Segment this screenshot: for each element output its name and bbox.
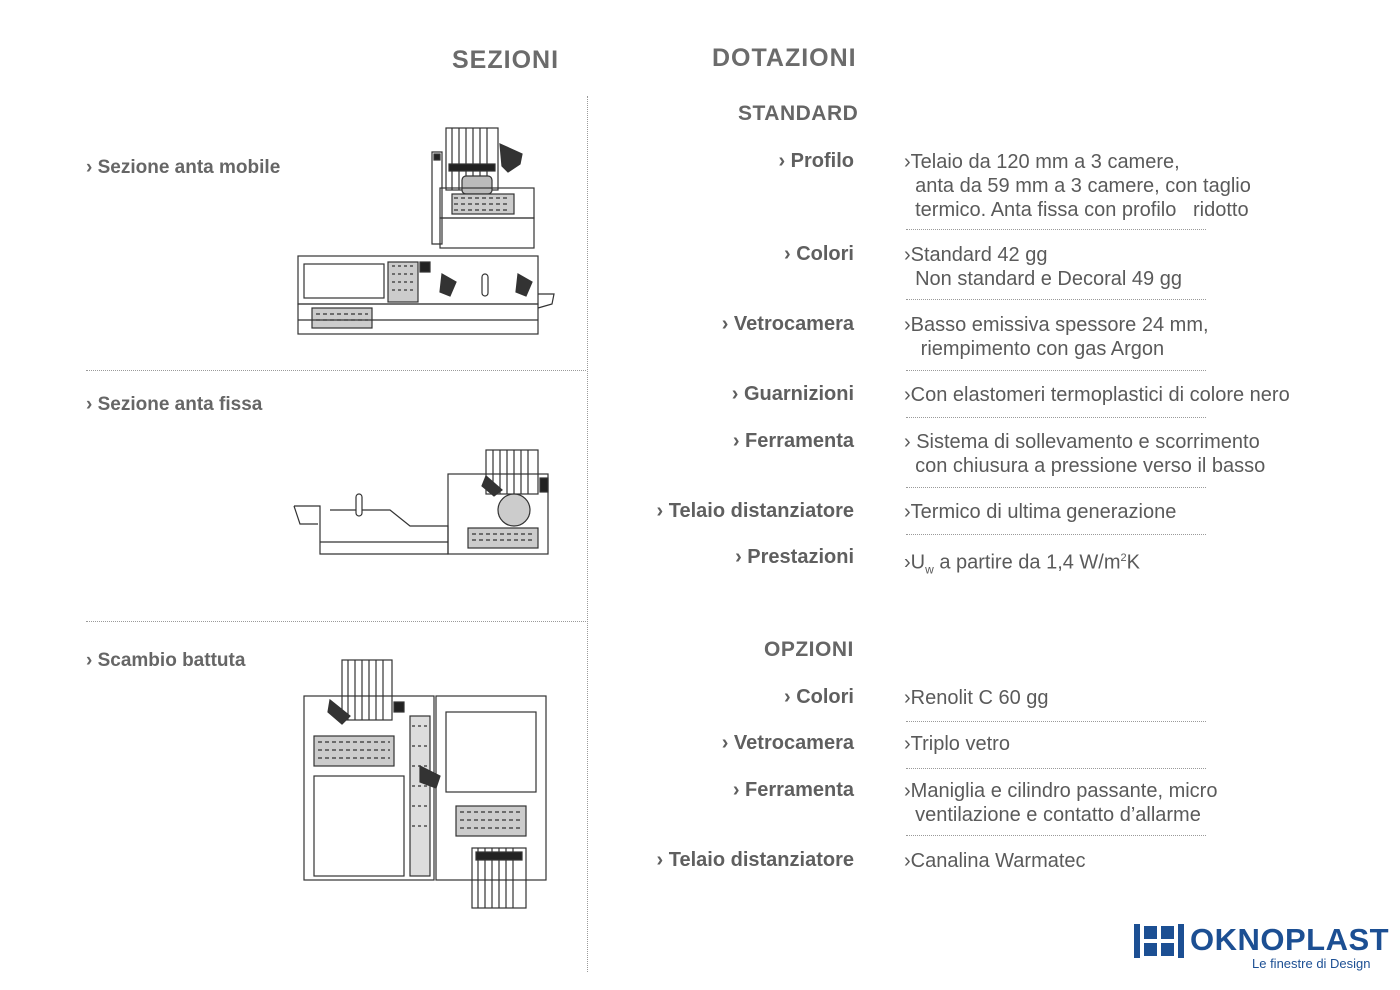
row-separator (906, 768, 1206, 769)
row-separator (906, 534, 1206, 535)
logo-name: OKNOPLAST (1190, 922, 1390, 957)
dotazioni-heading: DOTAZIONI (712, 44, 857, 72)
opzioni-value-telaio-distanziatore: ›Canalina Warmatec (904, 850, 1086, 872)
standard-label-prestazioni: › Prestazioni (735, 546, 854, 568)
vertical-divider (587, 96, 588, 972)
standard-label-ferramenta: › Ferramenta (732, 430, 854, 452)
row-separator (906, 417, 1206, 418)
opzioni-label-colori: › Colori (784, 686, 854, 708)
row-separator (906, 370, 1206, 371)
opzioni-value-vetrocamera: ›Triplo vetro (904, 733, 1010, 755)
standard-value-guarnizioni: ›Con elastomeri termoplastici di colore … (904, 384, 1290, 406)
standard-label-telaio-distanziatore: › Telaio distanziatore (656, 500, 854, 522)
opzioni-label-ferramenta: › Ferramenta (732, 779, 854, 801)
section-divider-1 (86, 370, 586, 371)
standard-value-profilo: ›Telaio da 120 mm a 3 camere, anta da 59… (904, 151, 1251, 221)
standard-heading: STANDARD (738, 102, 859, 125)
oknoplast-logo-icon (1134, 924, 1184, 958)
row-separator (906, 835, 1206, 836)
row-separator (906, 721, 1206, 722)
opzioni-value-ferramenta: ›Maniglia e cilindro passante, micro ven… (904, 780, 1218, 826)
standard-label-vetrocamera: › Vetrocamera (721, 313, 854, 335)
section-label-anta-mobile: › Sezione anta mobile (86, 157, 281, 178)
opzioni-heading: OPZIONI (764, 638, 854, 661)
standard-label-guarnizioni: › Guarnizioni (731, 383, 854, 405)
standard-value-telaio-distanziatore: ›Termico di ultima generazione (904, 501, 1177, 523)
sezioni-heading: SEZIONI (452, 46, 560, 74)
opzioni-label-telaio-distanziatore: › Telaio distanziatore (656, 849, 854, 871)
section-label-anta-fissa: › Sezione anta fissa (86, 394, 263, 415)
section-divider-2 (86, 621, 586, 622)
row-separator (906, 299, 1206, 300)
standard-value-vetrocamera: ›Basso emissiva spessore 24 mm, riempime… (904, 314, 1209, 360)
standard-label-colori: › Colori (784, 243, 854, 265)
section-drawing-scambio-battuta (303, 659, 547, 909)
standard-label-profilo: › Profilo (778, 150, 854, 172)
standard-value-prestazioni: ›Uw a partire da 1,4 W/m2K (904, 551, 1140, 577)
opzioni-value-colori: ›Renolit C 60 gg (904, 687, 1049, 709)
standard-value-ferramenta: › Sistema di sollevamento e scorrimento … (904, 431, 1266, 477)
standard-value-colori: ›Standard 42 gg Non standard e Decoral 4… (904, 244, 1182, 290)
section-label-scambio-battuta: › Scambio battuta (86, 650, 246, 671)
section-drawing-anta-fissa (293, 449, 549, 555)
row-separator (906, 229, 1206, 230)
opzioni-label-vetrocamera: › Vetrocamera (721, 732, 854, 754)
row-separator (906, 487, 1206, 488)
section-drawing-anta-mobile (297, 127, 555, 335)
logo-tagline: Le finestre di Design (1252, 956, 1371, 971)
